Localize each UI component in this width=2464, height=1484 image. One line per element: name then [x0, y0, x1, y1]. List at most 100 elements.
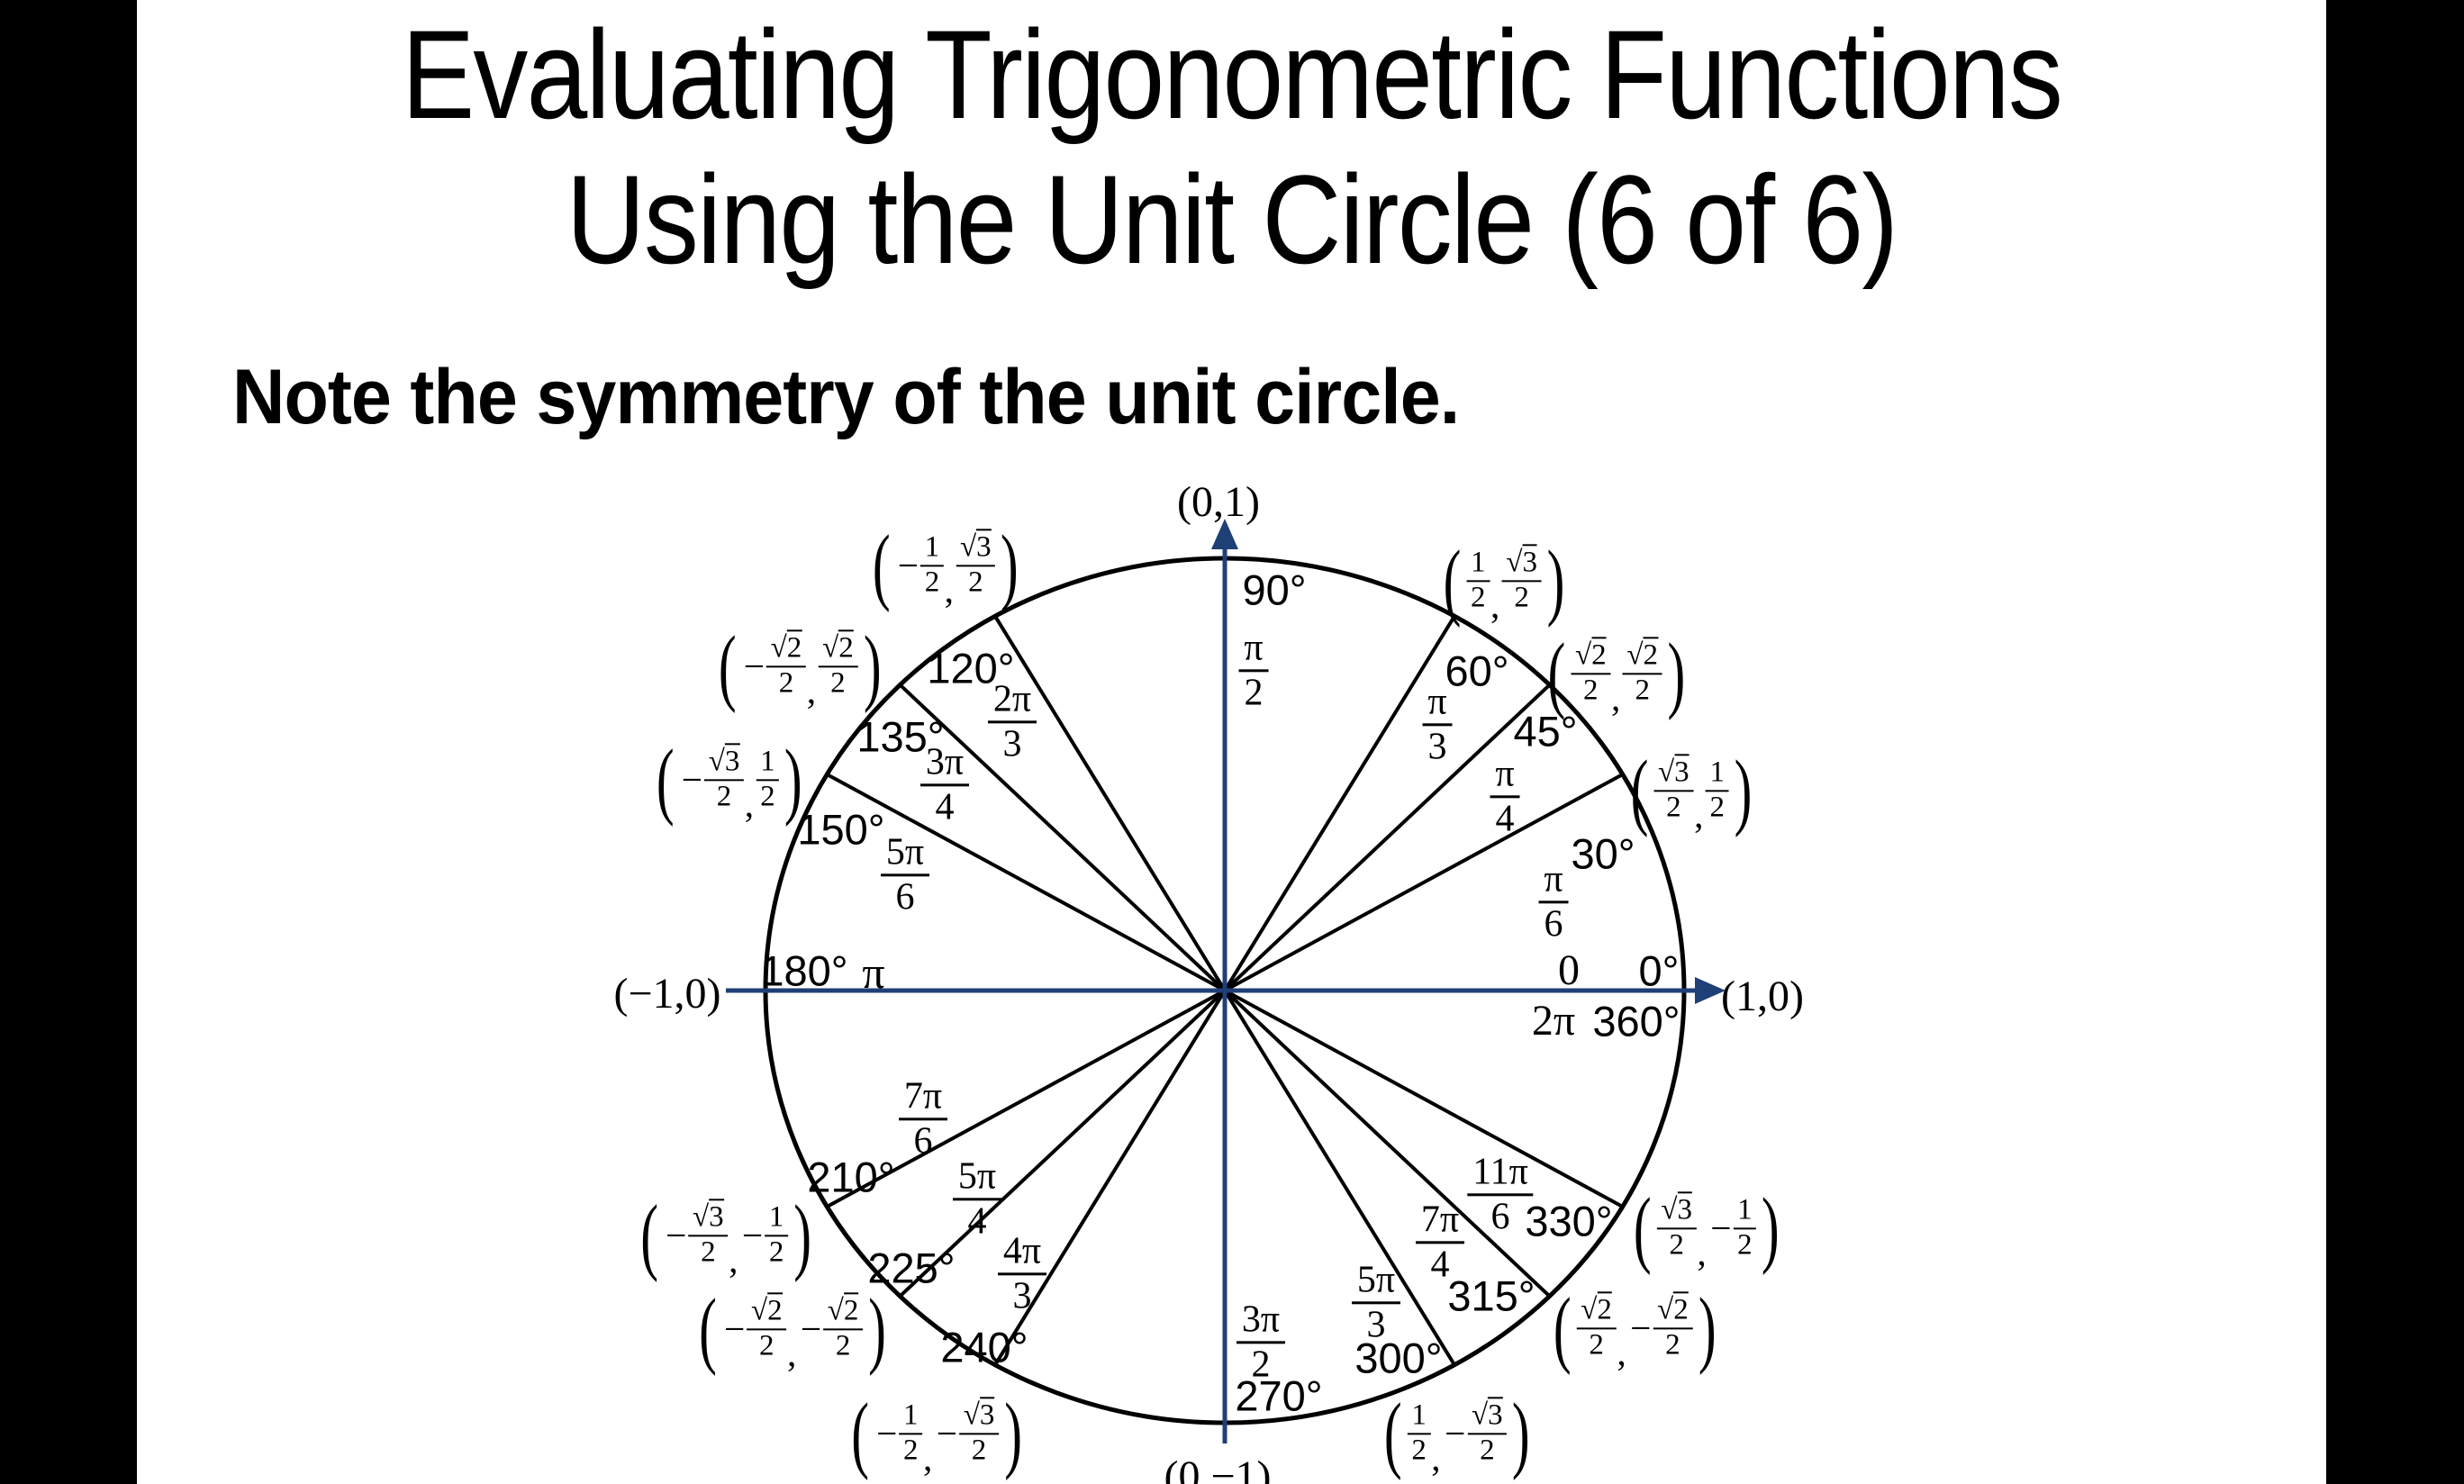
point-225-comma: , — [787, 1332, 797, 1374]
slide-title-line2: Using the Unit Circle (6 of 6) — [566, 149, 1898, 290]
point-45-y-den: 2 — [1635, 674, 1650, 707]
point-120-y-radicand: 3 — [976, 529, 992, 564]
point-240-paren-close: ) — [1004, 1385, 1022, 1481]
point-300-paren-close: ) — [1512, 1385, 1531, 1481]
point-210-paren-close: ) — [793, 1187, 811, 1283]
point-60-x-num: 1 — [1466, 547, 1490, 582]
point-210-y-num: 1 — [765, 1201, 788, 1236]
point-330-minus-y: − — [1710, 1207, 1732, 1249]
rad-45-frac-den: 4 — [1495, 798, 1515, 840]
point-120-y-den: 2 — [968, 566, 983, 599]
rad-135-frac-den: 4 — [935, 786, 955, 828]
point-225-x-den: 2 — [759, 1329, 775, 1362]
point-30-x-radicand: 3 — [1674, 754, 1689, 789]
point-150-y-den: 2 — [760, 780, 775, 813]
point-45-paren-close: ) — [1667, 625, 1686, 721]
point-330-x-num: √3 — [1656, 1191, 1697, 1229]
point-135-paren-open: ( — [718, 618, 737, 714]
point-315-x-radicand: 2 — [1597, 1291, 1612, 1326]
point-30-x-num: √3 — [1653, 754, 1694, 792]
rad-135-frac-num: 3π — [920, 742, 969, 787]
deg-0: 0° — [1638, 946, 1680, 995]
rad-300-frac-num: 5π — [1352, 1260, 1400, 1305]
deg-330: 330° — [1525, 1197, 1613, 1245]
point-300-y-den: 2 — [1480, 1434, 1495, 1467]
point-210-comma: , — [729, 1238, 738, 1280]
deg-225: 225° — [867, 1244, 956, 1292]
rad-210-frac-num: 7π — [899, 1076, 947, 1121]
deg-240: 240° — [940, 1323, 1028, 1371]
point-330-y-num: 1 — [1733, 1194, 1757, 1229]
point-210-x-num: √3 — [688, 1199, 729, 1236]
point-300-comma: , — [1431, 1436, 1441, 1479]
left-black-bar — [0, 0, 137, 1484]
deg-60: 60° — [1445, 647, 1509, 695]
point-60-y-radicand: 3 — [1522, 544, 1537, 579]
point-315-y-den: 2 — [1665, 1328, 1680, 1362]
point-135-comma: , — [806, 669, 817, 711]
point-315-paren-open: ( — [1553, 1280, 1572, 1376]
rad-45-frac-num: π — [1490, 754, 1520, 799]
point-315-x-num: √2 — [1576, 1291, 1617, 1329]
point-330-x-den: 2 — [1669, 1228, 1684, 1262]
point-120-comma: , — [944, 568, 954, 611]
point-120-x-num: 1 — [920, 531, 944, 566]
point-45-x-den: 2 — [1583, 674, 1599, 707]
point-240-comma: , — [922, 1436, 933, 1479]
deg-150: 150° — [797, 805, 885, 854]
point-0-neg1: (0,−1) — [1164, 1452, 1272, 1484]
point-45-x-num: √2 — [1571, 637, 1611, 674]
point-240-y-radicand: 3 — [979, 1397, 995, 1432]
point-210-minus-y: − — [741, 1214, 764, 1256]
rad-330-frac-num: 11π — [1467, 1152, 1534, 1197]
point-300-x-den: 2 — [1411, 1434, 1427, 1467]
point-120-x-den: 2 — [924, 566, 940, 599]
point-135-x-num: √2 — [766, 629, 806, 667]
point-315-y-num: √2 — [1653, 1291, 1693, 1329]
point-330-paren-close: ) — [1762, 1180, 1780, 1276]
point-240-y-den: 2 — [971, 1434, 987, 1467]
rad-240-frac-den: 3 — [1012, 1275, 1032, 1317]
rad-30-frac-num: π — [1538, 859, 1569, 904]
rad-60-frac-den: 3 — [1427, 726, 1447, 768]
point-1-0: (1,0) — [1721, 973, 1804, 1020]
point-60-comma: , — [1490, 584, 1500, 626]
point-135-y-den: 2 — [830, 666, 846, 700]
point-240-minus-y: − — [936, 1412, 958, 1454]
point-330-comma: , — [1697, 1231, 1707, 1273]
slide-title: Evaluating Trigonometric Functions Using… — [279, 2, 2184, 292]
point-45-comma: , — [1611, 676, 1621, 719]
deg-45: 45° — [1513, 707, 1578, 756]
point-45-y-radicand: 2 — [1643, 637, 1659, 672]
y-axis-arrowhead — [1211, 519, 1238, 549]
rad-315-frac-den: 4 — [1430, 1244, 1450, 1286]
deg-210: 210° — [807, 1153, 895, 1201]
point-120-paren-open: ( — [872, 517, 891, 613]
rad-210-frac-den: 6 — [913, 1120, 933, 1163]
rad-120-frac-num: 2π — [988, 679, 1037, 724]
point-150-x-num: √3 — [704, 743, 744, 781]
point-225-y-num: √2 — [823, 1292, 864, 1330]
point-120-y-num: √3 — [956, 529, 996, 566]
rad-150-frac-num: 5π — [881, 832, 929, 877]
